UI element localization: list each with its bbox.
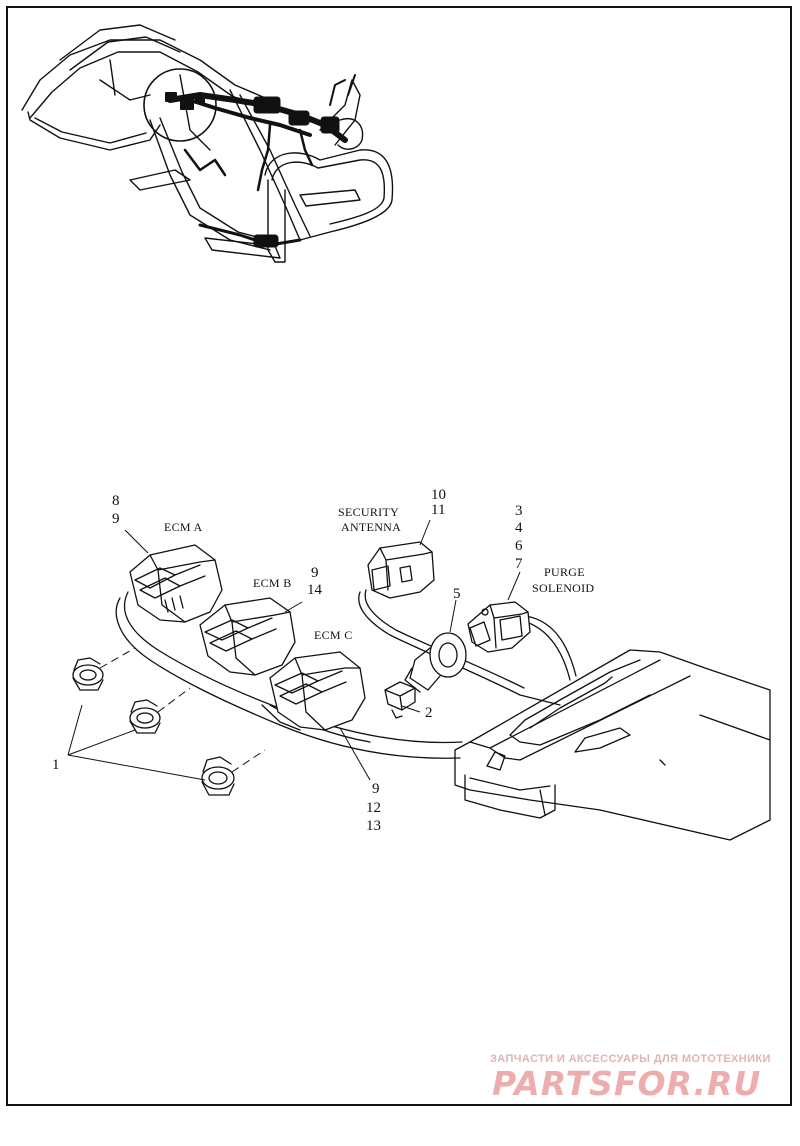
security-antenna-label-line2: ANTENNA [341, 520, 402, 534]
leader-5 [449, 599, 457, 633]
leader-3-4-6-7 [507, 571, 521, 601]
callout-9-ecm-a: 9 [112, 511, 120, 527]
leader-2 [401, 705, 421, 713]
watermark-caption: ЗАПЧАСТИ И АКСЕССУАРЫ ДЛЯ МОТОТЕХНИКИ [490, 1053, 771, 1065]
leader-1c [67, 754, 206, 781]
purge-solenoid-label-line1: PURGE [544, 565, 585, 579]
callout-10: 10 [431, 487, 446, 503]
ecm-a-label: ECM A [164, 520, 203, 534]
item-2-clip [384, 681, 416, 719]
callout-9-ecm-c: 9 [372, 781, 380, 797]
security-antenna-connector [367, 541, 435, 599]
callout-6: 6 [515, 538, 523, 554]
ecm-a-connector [129, 544, 223, 623]
ecm-c-label: ECM C [314, 628, 353, 642]
purge-solenoid-connector [467, 601, 531, 653]
leader-10-11 [419, 519, 431, 546]
security-antenna-label-line1: SECURITY [338, 505, 400, 519]
leader-9-14 [284, 601, 303, 613]
leader-9-12-13 [339, 727, 371, 781]
callout-14: 14 [307, 582, 322, 598]
watermark-logo: PARTSFOR.RU [492, 1064, 762, 1103]
ecm-c-connector [261, 651, 366, 731]
clamp-1a [72, 657, 104, 691]
leader-1b [67, 729, 136, 756]
callout-12: 12 [366, 800, 381, 816]
callout-3: 3 [515, 503, 523, 519]
clamp-1b [129, 699, 161, 734]
ecm-b-connector [199, 597, 296, 676]
callout-2: 2 [425, 705, 433, 721]
ecm-b-label: ECM B [253, 576, 292, 590]
harness-trunk [115, 597, 461, 759]
item-5-component [404, 632, 467, 693]
callout-7: 7 [515, 556, 523, 572]
leader-1a [67, 704, 83, 756]
callout-4: 4 [515, 520, 523, 536]
clamp-1c [201, 756, 235, 796]
purge-solenoid-label-line2: SOLENOID [532, 581, 595, 595]
mounting-tray [454, 649, 771, 841]
leader-8-9 [124, 529, 149, 554]
callout-11: 11 [431, 502, 446, 518]
drawing-frame [6, 6, 792, 1106]
callout-9-ecm-b: 9 [311, 565, 319, 581]
callout-8: 8 [112, 493, 120, 509]
callout-5: 5 [453, 586, 461, 602]
callout-13: 13 [366, 818, 381, 834]
callout-1: 1 [52, 757, 60, 773]
